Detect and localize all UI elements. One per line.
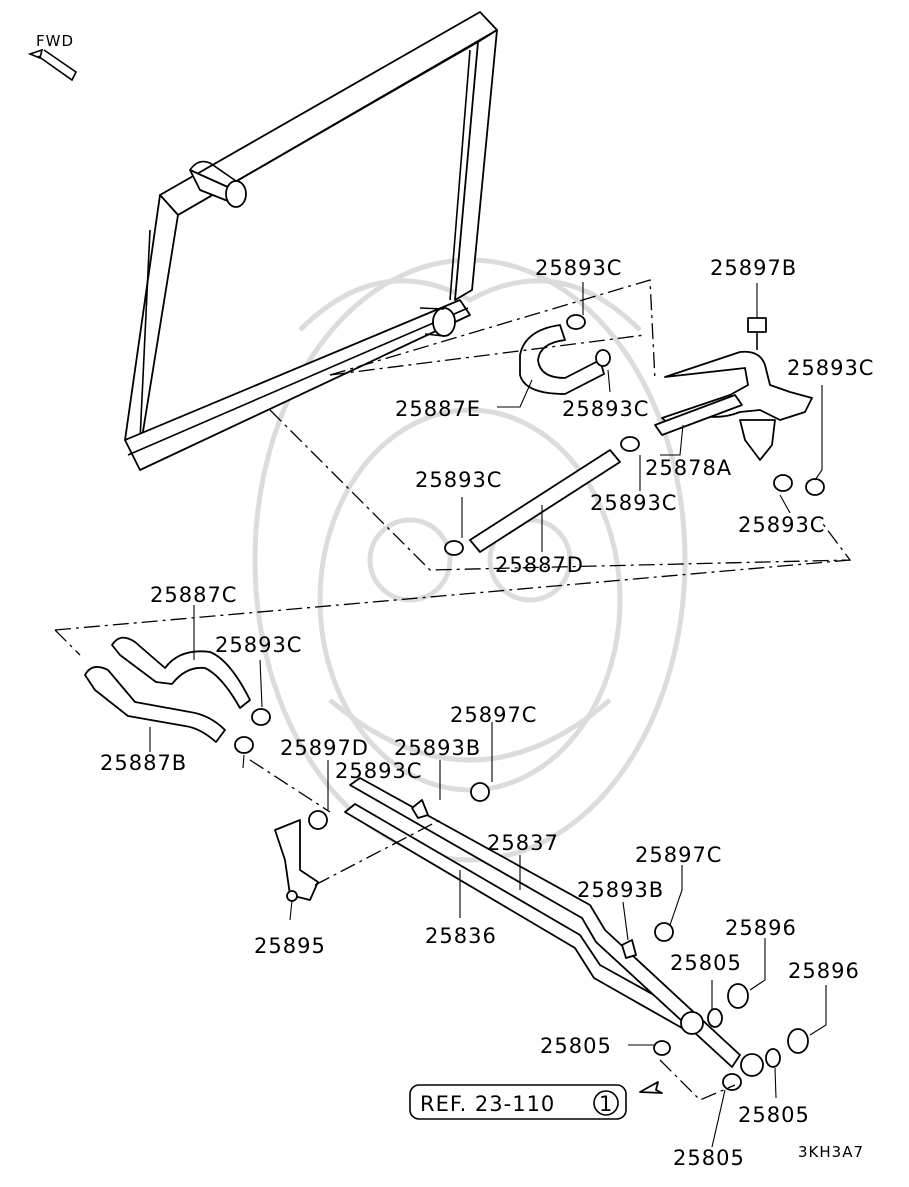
fwd-indicator: FWD (27, 32, 78, 82)
label-25878A: 25878A (645, 456, 732, 480)
ref-arrow-icon (639, 1081, 663, 1094)
label-25897D: 25897D (280, 736, 369, 760)
leader-lines (149, 282, 827, 1148)
label-25887E: 25887E (395, 397, 481, 421)
label-25893B-b: 25893B (577, 878, 664, 902)
label-25896-a: 25896 (725, 916, 797, 940)
label-25893C-d: 25893C (415, 468, 502, 492)
upper-cooler-assembly (444, 314, 825, 556)
label-25805-b: 25805 (540, 1034, 612, 1058)
label-25805-c: 25805 (738, 1103, 810, 1127)
label-25893C-a: 25893C (535, 256, 622, 280)
label-25893C-h: 25893C (335, 759, 422, 783)
label-25897C-a: 25897C (450, 703, 537, 727)
label-25887C: 25887C (150, 583, 237, 607)
label-25897B: 25897B (710, 256, 797, 280)
label-25893C-c: 25893C (562, 397, 649, 421)
label-25893C-g: 25893C (215, 633, 302, 657)
fwd-arrow-icon (27, 48, 78, 82)
label-25893B-a: 25893B (394, 736, 481, 760)
watermark-emblem (252, 257, 688, 863)
label-25896-b: 25896 (788, 959, 860, 983)
label-25837: 25837 (487, 831, 559, 855)
label-25893C-f: 25893C (738, 513, 825, 537)
label-25887B: 25887B (100, 751, 187, 775)
dashed-guides (54, 279, 852, 1101)
part-labels: 25893C 25897B 25893C 25887E 25893C 25878… (100, 256, 874, 1170)
label-25887D: 25887D (495, 553, 584, 577)
label-25805-a: 25805 (670, 951, 742, 975)
reference-box: REF. 23-110 1 (409, 1084, 627, 1120)
label-25805-d: 25805 (673, 1146, 745, 1170)
label-25895: 25895 (254, 934, 326, 958)
lower-cooler-assembly (84, 636, 809, 1094)
label-25893C-b: 25893C (787, 356, 874, 380)
radiator (124, 11, 498, 471)
fwd-label: FWD (36, 32, 74, 50)
figure-code: 3KH3A7 (798, 1143, 864, 1161)
reference-circle-number: 1 (599, 1092, 613, 1116)
label-25893C-e: 25893C (590, 491, 677, 515)
label-25897C-b: 25897C (635, 843, 722, 867)
reference-label: REF. 23-110 (420, 1092, 555, 1116)
label-25836: 25836 (425, 924, 497, 948)
